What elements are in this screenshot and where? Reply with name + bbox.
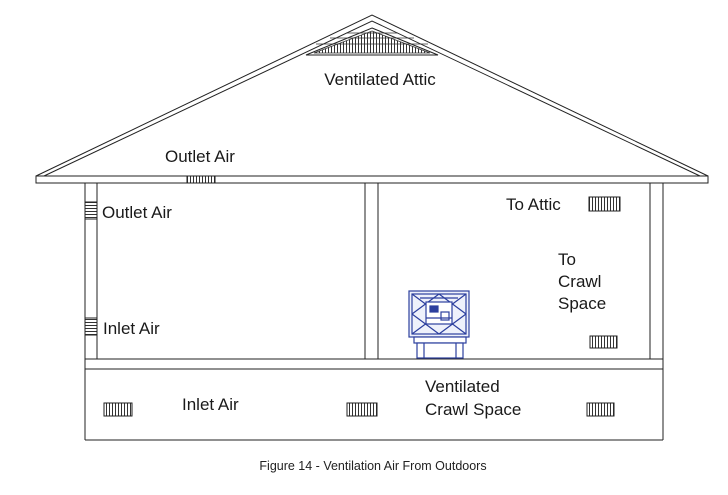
to-crawl-label-line1: To bbox=[558, 250, 576, 269]
roof bbox=[35, 14, 709, 184]
gable-vent-icon bbox=[305, 27, 439, 56]
figure-caption: Figure 14 - Ventilation Air From Outdoor… bbox=[259, 459, 486, 473]
ventilated-crawl-label-line1: Ventilated bbox=[425, 377, 500, 396]
ventilated-attic-label: Ventilated Attic bbox=[324, 70, 436, 89]
to-attic-vent-icon bbox=[588, 196, 621, 212]
wall-inlet-vent-icon bbox=[84, 317, 98, 336]
house-walls bbox=[84, 183, 664, 440]
to-attic-label: To Attic bbox=[506, 195, 561, 214]
crawl-vent-left-icon bbox=[103, 402, 133, 417]
floor bbox=[85, 358, 663, 370]
crawl-vent-middle-icon bbox=[346, 402, 378, 417]
wall-outlet-vent-icon bbox=[84, 201, 98, 220]
to-crawl-label-line3: Space bbox=[558, 294, 606, 313]
outlet-air-wall-label: Outlet Air bbox=[102, 203, 172, 222]
inlet-air-crawl-label: Inlet Air bbox=[182, 395, 239, 414]
to-crawl-vent-icon bbox=[589, 335, 618, 349]
inlet-air-wall-label: Inlet Air bbox=[103, 319, 160, 338]
ventilation-unit-icon bbox=[408, 290, 470, 359]
roof-outlet-vent-icon bbox=[186, 175, 216, 184]
to-crawl-label-line2: Crawl bbox=[558, 272, 601, 291]
crawl-vent-right-icon bbox=[586, 402, 615, 417]
outlet-air-roof-label: Outlet Air bbox=[165, 147, 235, 166]
ventilated-crawl-label-line2: Crawl Space bbox=[425, 400, 521, 419]
